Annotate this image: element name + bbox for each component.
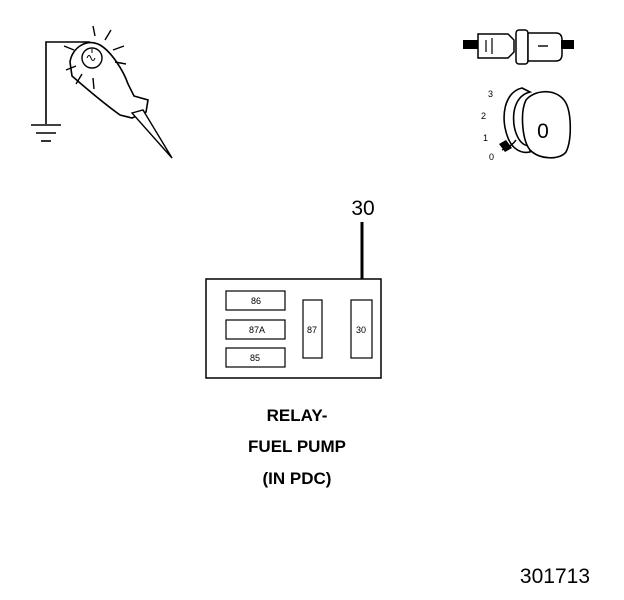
test-light-probe-icon [31, 25, 173, 159]
ignition-position-2: 2 [481, 111, 486, 121]
ignition-key-icon: 0 3 2 1 0 [481, 87, 572, 162]
pin-87-label: 87 [307, 325, 317, 335]
pin-85-terminal [225, 347, 286, 368]
caption-line-2: FUEL PUMP [248, 437, 346, 456]
callout-label: 30 [351, 197, 374, 220]
figure-number: 301713 [519, 565, 590, 588]
pin-86-terminal [225, 290, 286, 311]
pin-30-terminal [350, 299, 373, 359]
pin-86-label: 86 [251, 296, 261, 306]
ignition-position-0: 0 [489, 152, 494, 162]
caption-line-3: (IN PDC) [262, 469, 332, 488]
pin-85-label: 85 [250, 353, 260, 363]
pin-30-label: 30 [356, 325, 366, 335]
relay-box: 86 87A 85 87 30 [205, 278, 382, 379]
pin-87a-terminal [225, 319, 286, 340]
caption-line-1: RELAY- [266, 406, 328, 425]
connector-icon [463, 29, 574, 65]
ignition-position-3: 3 [488, 89, 493, 99]
ignition-position-1: 1 [483, 133, 488, 143]
key-position-label: 0 [537, 120, 549, 143]
pin-87-terminal [302, 299, 323, 359]
pin-87a-label: 87A [249, 325, 265, 335]
